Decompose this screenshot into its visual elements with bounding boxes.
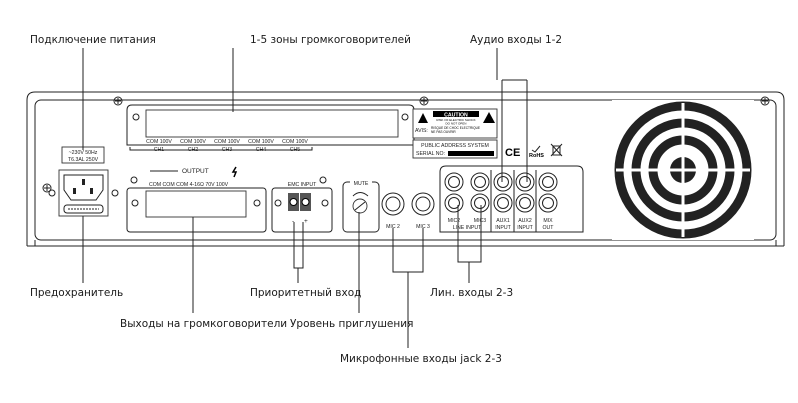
zone-terminal: COM 100V [180, 139, 206, 145]
serial-label: SERIAL NO: [416, 151, 445, 157]
rca-panel-outline [439, 165, 584, 233]
callout-mic-jacks: Микрофонные входы jack 2-3 [340, 353, 502, 365]
power-rating-fuse: T6.3AL 250V [68, 157, 99, 163]
callout-power: Подключение питания [30, 34, 156, 46]
emc-plus: + [304, 218, 308, 225]
weee-bin-icon [550, 143, 563, 157]
rca-jack-inner [448, 176, 460, 188]
avis-label: AVIS: [415, 128, 428, 134]
rca-top-label: AUX2 [518, 218, 532, 224]
mic2-label: MIC 2 [386, 224, 400, 230]
mic3-label: MIC 3 [416, 224, 430, 230]
rca-jack-inner [519, 176, 531, 188]
callout-fuse: Предохранитель [30, 287, 123, 299]
zone-terminal: COM 100V [282, 139, 308, 145]
caution-title: CAUTION [444, 113, 468, 119]
rca-jack-inner [542, 176, 554, 188]
certification-marks: CE RoHS [505, 143, 563, 159]
callout-speaker-outputs: Выходы на громкоговорители [120, 318, 287, 330]
screw-icons [42, 96, 770, 193]
output-title: OUTPUT [182, 168, 209, 175]
rca-bottom-label: INPUT [517, 225, 533, 231]
rca-jack-inner [474, 176, 486, 188]
rca-jack-inner [474, 197, 486, 209]
rca-jack-inner [519, 197, 531, 209]
rca-jack-inner [497, 176, 509, 188]
fan-grille [612, 100, 754, 240]
rca-jack-inner [542, 197, 554, 209]
avis-text2: NE PAS OUVRIR [431, 130, 456, 134]
callout-line-inputs: Лин. входы 2-3 [430, 287, 513, 299]
callout-audio-inputs: Аудио входы 1-2 [470, 34, 562, 46]
callout-lines [82, 48, 528, 348]
rca-jack [444, 193, 464, 213]
power-inlet [48, 169, 119, 217]
rohs-mark: RoHS [529, 153, 544, 159]
rca-jack-inner [497, 197, 509, 209]
emc-minus: - [292, 218, 294, 225]
avis-text1: RISQUE DE CHOC ELECTRIQUE [431, 126, 480, 130]
rca-bottom-label: LINE INPUT [453, 225, 482, 231]
rca-top-label: MIC3 [474, 218, 487, 224]
rca-jack [470, 172, 490, 192]
rca-bottom-label: OUT [543, 225, 555, 231]
rca-jack [538, 172, 558, 192]
mic-jacks: MIC 2 MIC 3 [381, 192, 435, 230]
rca-jack [493, 193, 513, 213]
serial-bar [448, 151, 494, 156]
zone-channel: CH2 [188, 147, 198, 153]
chassis [26, 91, 785, 247]
rca-top-label: MIC2 [448, 218, 461, 224]
system-name: PUBLIC ADDRESS SYSTEM [421, 143, 489, 149]
zone-channel: CH5 [290, 147, 300, 153]
caution-line2: DO NOT OPEN [446, 122, 467, 126]
zone-terminal: COM 100V [146, 139, 172, 145]
emc-title: EMC INPUT [288, 182, 317, 188]
zone-channel: CH3 [222, 147, 232, 153]
fuse-holder [63, 204, 104, 214]
callout-mute-level: Уровень приглушения [290, 318, 413, 330]
rca-input-block: MIC2 MIC3 AUX1 AUX2 MIX LINE INPUT INPUT INPUT O… [439, 165, 584, 233]
rca-jack [515, 172, 535, 192]
caution-label: CAUTION RISK OF ELECTRIC SHOCK DO NOT OP… [412, 108, 498, 159]
ce-mark: CE [505, 147, 520, 159]
output-terminals: COM COM COM 4-16Ω 70V 100V [149, 182, 229, 188]
rca-jack [470, 193, 490, 213]
rca-jack [515, 193, 535, 213]
zone-channel: CH1 [154, 147, 164, 153]
mute-label: MUTE [354, 181, 369, 187]
emc-input-block: EMC INPUT - + [271, 176, 333, 233]
caution-line1: RISK OF ELECTRIC SHOCK [436, 118, 475, 122]
callout-priority-input: Приоритетный вход [250, 287, 361, 299]
zone-terminal: COM 100V [214, 139, 240, 145]
speaker-output-block: OUTPUT COM COM COM 4-16Ω 70V 100V [126, 166, 267, 233]
zone-channel: CH4 [256, 147, 266, 153]
zone-terminal: COM 100V [248, 139, 274, 145]
rca-top-label: MIX [543, 218, 553, 224]
rca-jack [444, 172, 464, 192]
rca-jack [538, 193, 558, 213]
lightning-icon [231, 166, 238, 178]
mute-knob-block: MUTE [342, 180, 380, 233]
power-rating-voltage: ~230V 50Hz [69, 150, 98, 156]
rca-bottom-label: INPUT [495, 225, 511, 231]
speaker-zones-block: COM 100V COM 100V COM 100V COM 100V COM … [126, 104, 415, 153]
rca-jack-inner [448, 197, 460, 209]
rca-top-label: AUX1 [496, 218, 510, 224]
rca-jack [493, 172, 513, 192]
callout-zones: 1-5 зоны громкоговорителей [250, 34, 411, 46]
